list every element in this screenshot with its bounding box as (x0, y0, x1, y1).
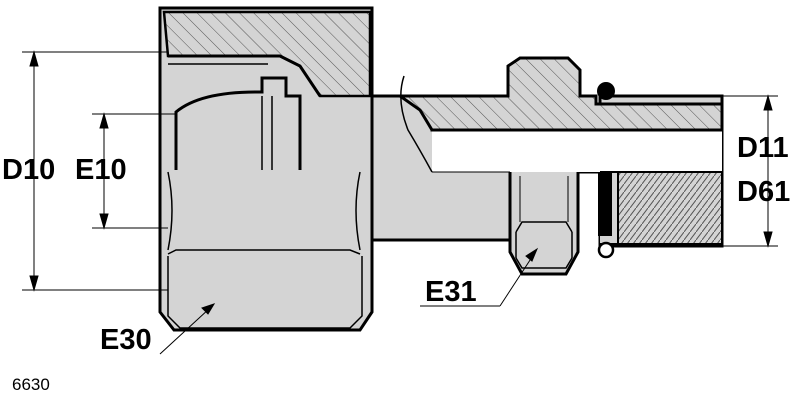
label-e30: E30 (100, 324, 152, 356)
label-d11: D11 (737, 132, 789, 164)
label-d10: D10 (2, 154, 56, 186)
bore (432, 130, 722, 172)
dimension-d10 (22, 50, 168, 292)
seal-ring (598, 172, 612, 236)
label-e10: E10 (75, 154, 127, 186)
dimension-d11-d61 (722, 94, 778, 248)
dimension-e10 (92, 112, 176, 230)
drawing-code: 6630 (12, 375, 50, 394)
thread-section (617, 171, 723, 245)
leader-e30 (159, 303, 216, 355)
label-d61: D61 (737, 176, 791, 208)
label-e31: E31 (425, 276, 477, 308)
leader-e31 (420, 247, 539, 307)
hatched-section-tube (395, 56, 724, 132)
o-ring (597, 82, 615, 100)
small-hex (508, 172, 580, 276)
